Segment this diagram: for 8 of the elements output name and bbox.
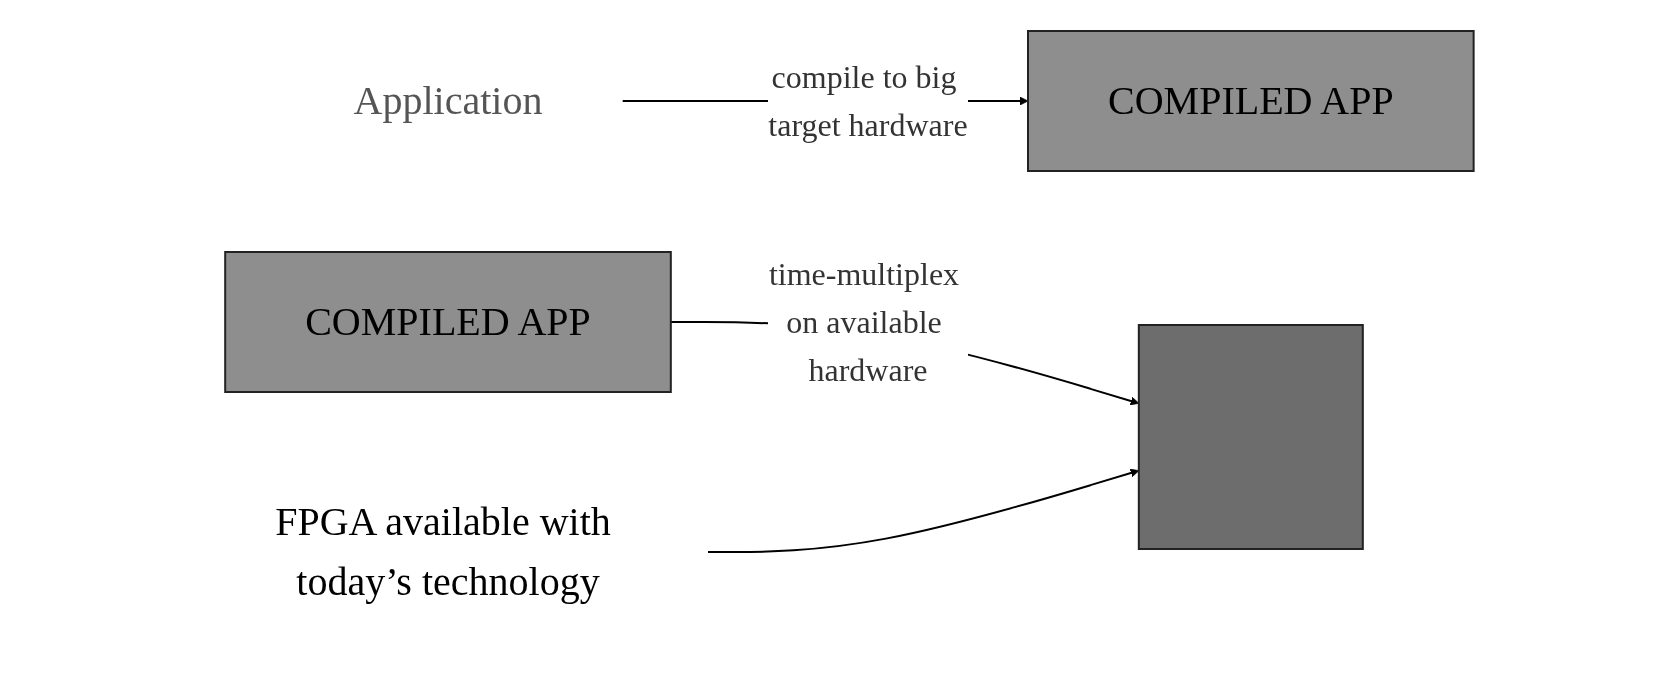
- edge-label: compile to big target hardware: [768, 59, 968, 143]
- edge-label: time-multiplex on available hardware: [768, 256, 959, 388]
- node-box: COMPILED APP: [223, 251, 672, 393]
- arrow: [706, 468, 1139, 553]
- node-box: [1137, 324, 1364, 550]
- node-box: COMPILED APP: [1026, 30, 1475, 172]
- node-text: FPGA available with today’s technology: [274, 499, 611, 604]
- node-text: Application: [353, 78, 543, 123]
